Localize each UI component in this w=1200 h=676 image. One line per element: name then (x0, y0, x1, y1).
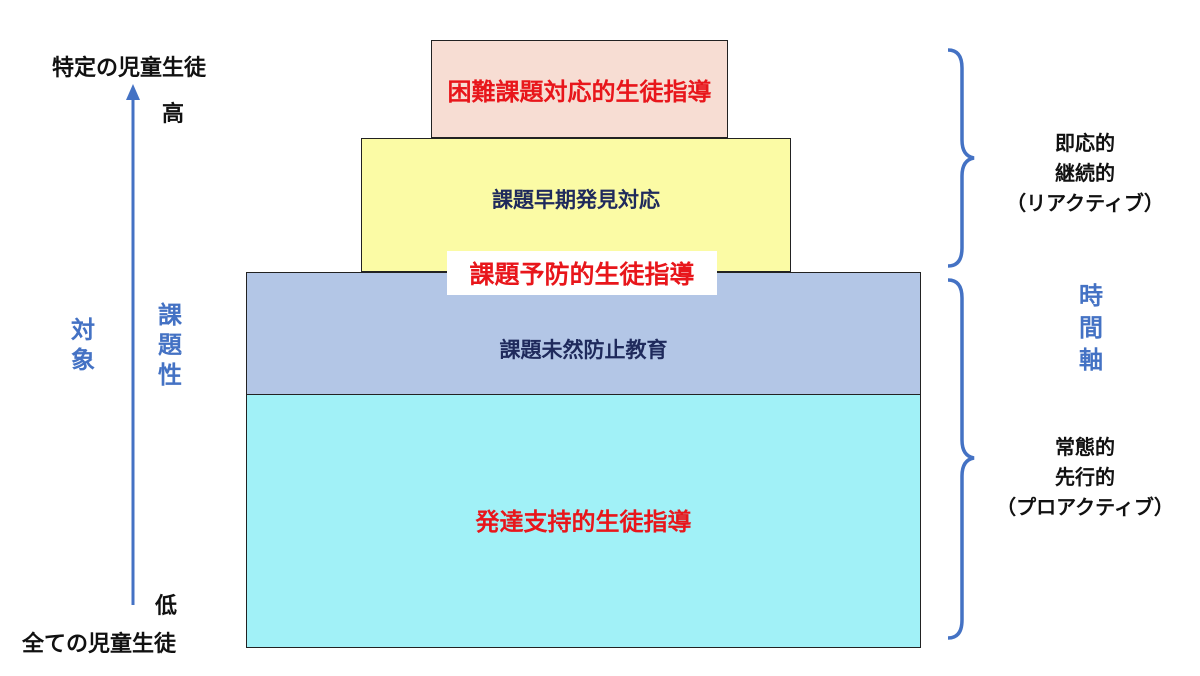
top-layer: 困難課題対応的生徒指導 (431, 40, 728, 138)
second-layer: 課題早期発見対応 (361, 138, 791, 272)
high-label: 高 (162, 102, 185, 127)
middle-banner: 課題予防的生徒指導 (447, 251, 717, 295)
vertical-arrow-icon (126, 84, 140, 605)
low-label: 低 (155, 594, 178, 619)
third-layer-label: 課題未然防止教育 (499, 337, 668, 362)
time-axis-label: 時 間 軸 (1079, 282, 1103, 374)
upper-brace-icon (947, 48, 975, 268)
top-layer-label: 困難課題対応的生徒指導 (447, 77, 712, 106)
reactive-label: 即応的 継続的 （リアクティブ） (1006, 131, 1164, 215)
second-layer-label: 課題早期発見対応 (492, 188, 660, 212)
third-layer: 課題未然防止教育 (246, 272, 921, 395)
top-axis-label: 特定の児童生徒 (52, 56, 207, 81)
middle-banner-label: 課題予防的生徒指導 (469, 260, 695, 289)
issue-label: 課 題 性 (158, 301, 182, 389)
bottom-axis-label: 全ての児童生徒 (22, 632, 177, 657)
bottom-layer-label: 発達支持的生徒指導 (475, 507, 692, 536)
bottom-layer: 発達支持的生徒指導 (246, 394, 921, 648)
target-label: 対 象 (71, 316, 95, 374)
proactive-label: 常態的 先行的 （プロアクティブ） (996, 435, 1174, 519)
lower-brace-icon (947, 278, 975, 640)
